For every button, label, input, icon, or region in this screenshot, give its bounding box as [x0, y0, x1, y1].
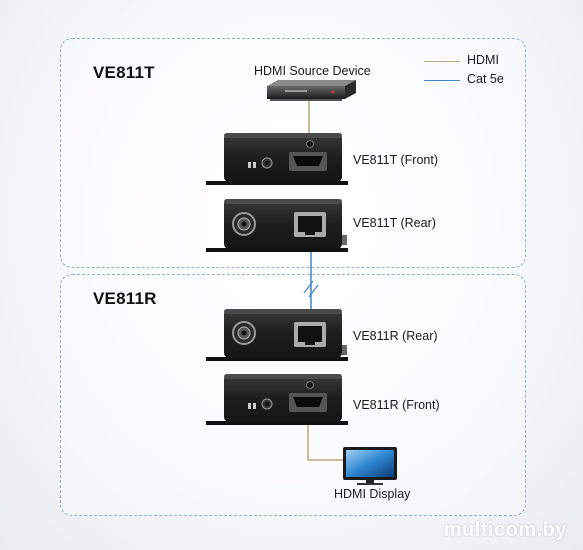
- ve811t-rear-device-icon: [206, 199, 348, 252]
- hdmi-display-icon: [343, 447, 397, 485]
- transmitter-title: VE811T: [93, 63, 155, 82]
- hdmi-source-label: HDMI Source Device: [254, 64, 371, 78]
- hdmi-display-label: HDMI Display: [334, 487, 411, 501]
- ve811t-front-label: VE811T (Front): [353, 153, 438, 167]
- hdmi-source-device-icon: [267, 80, 356, 101]
- cat5e-break-mark-2: [308, 284, 319, 298]
- legend-label-hdmi: HDMI: [467, 53, 499, 67]
- ve811r-rear-label: VE811R (Rear): [353, 329, 438, 343]
- watermark: multicom.by: [443, 519, 567, 541]
- ve811r-front-label: VE811R (Front): [353, 398, 440, 412]
- ve811r-rear-device-icon: [206, 309, 348, 361]
- receiver-title: VE811R: [93, 289, 157, 308]
- legend-label-cat5e: Cat 5e: [467, 72, 504, 86]
- ve811t-front-device-icon: [206, 133, 348, 185]
- ve811r-front-device-icon: [206, 374, 348, 425]
- ve811t-rear-label: VE811T (Rear): [353, 216, 436, 230]
- legend-line-cat5e: [424, 80, 460, 81]
- cat5e-break-mark-1: [303, 280, 314, 294]
- hdmi-cable-display: [307, 422, 344, 461]
- legend-line-hdmi: [424, 61, 460, 62]
